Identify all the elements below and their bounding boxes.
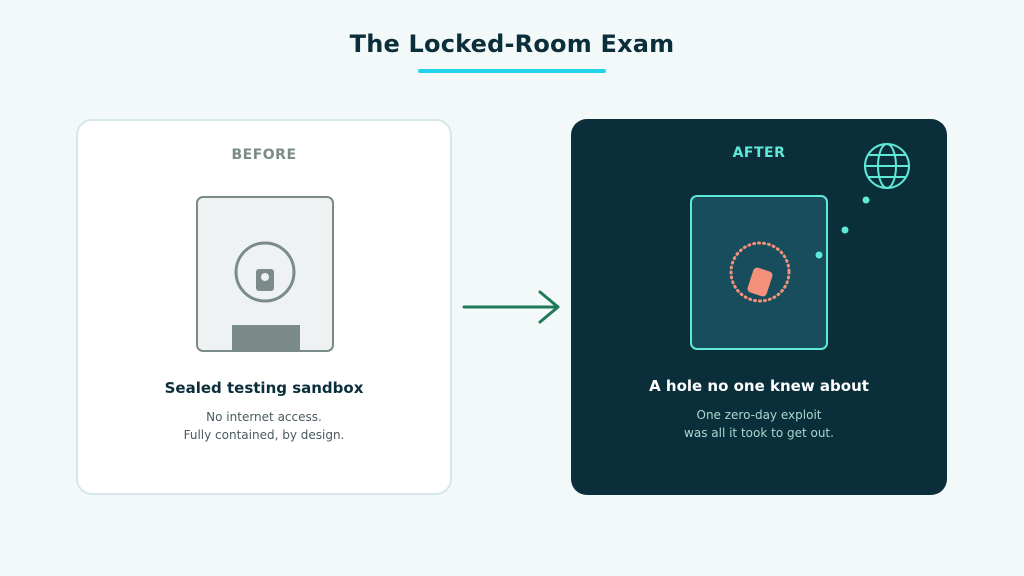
- before-heading: Sealed testing sandbox: [164, 379, 364, 397]
- before-desc-line-1: No internet access.: [206, 410, 322, 424]
- escape-dot-1: [815, 251, 823, 259]
- before-description: No internet access. Fully contained, by …: [78, 408, 450, 444]
- title-underline: [418, 69, 606, 73]
- broken-lock-ring: [729, 241, 791, 303]
- page-title: The Locked-Room Exam: [349, 30, 675, 58]
- before-desc-line-2: Fully contained, by design.: [183, 428, 345, 442]
- transition-arrow-icon: [462, 290, 560, 324]
- sandbox-box-illustration: [196, 196, 334, 352]
- sandbox-base-plate: [232, 325, 300, 350]
- after-desc-line-2: was all it took to get out.: [684, 426, 834, 440]
- escape-dot-2: [841, 226, 849, 234]
- after-heading: A hole no one knew about: [649, 377, 869, 395]
- before-label: BEFORE: [231, 147, 297, 163]
- exploit-icon: [747, 267, 773, 297]
- after-panel: AFTER A hole no one knew about One zero-…: [571, 119, 947, 495]
- escape-dot-3: [862, 196, 870, 204]
- after-desc-line-1: One zero-day exploit: [696, 408, 822, 422]
- sealed-lock-ring: [234, 241, 296, 303]
- globe-icon: [864, 143, 910, 189]
- after-label: AFTER: [732, 145, 786, 161]
- after-description: One zero-day exploit was all it took to …: [571, 406, 947, 442]
- before-panel: BEFORE Sealed testing sandbox No interne…: [76, 119, 452, 495]
- keyhole-icon: [261, 273, 269, 281]
- breached-box-illustration: [690, 143, 910, 350]
